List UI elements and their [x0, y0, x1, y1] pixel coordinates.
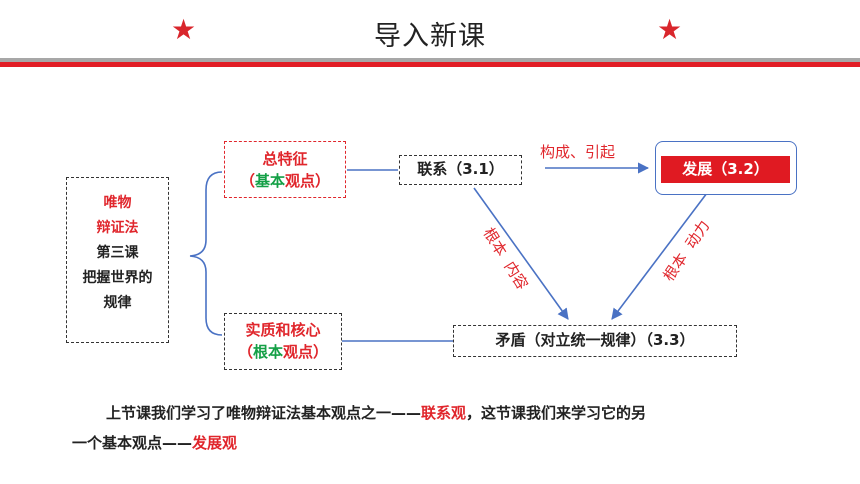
paren-open: （	[237, 343, 253, 361]
keyword-basic: 基本	[254, 172, 285, 190]
header-divider-grey	[0, 58, 860, 62]
topic-line-4: 把握世界的	[82, 270, 153, 286]
keyword-viewpoint: 观点	[285, 172, 316, 190]
keyword-viewpoint: 观点	[283, 343, 314, 361]
topic-line-3: 第三课	[96, 245, 139, 261]
node-connection: 联系（3.1）	[399, 155, 522, 185]
arrow-development-contradiction	[611, 192, 708, 320]
star-icon: ★	[657, 13, 683, 46]
text-part-3: 一个基本观点——	[72, 434, 193, 452]
paren-close: ）	[313, 343, 329, 361]
intro-paragraph: 上节课我们学习了唯物辩证法基本观点之一——联系观，这节课我们来学习它的另 一个基…	[72, 398, 832, 458]
text-part-2: ，这节课我们来学习它的另	[466, 404, 647, 422]
star-icon: ★	[171, 13, 197, 46]
node-development-frame: 发展（3.2）	[655, 141, 797, 195]
node-general-title: 总特征	[262, 150, 308, 168]
paragraph-line-2: 一个基本观点——发展观	[72, 428, 832, 458]
node-general-feature: 总特征 （基本观点）	[224, 141, 346, 198]
node-essence-core: 实质和核心 （根本观点）	[224, 313, 342, 370]
node-contradiction: 矛盾（对立统一规律）（3.3）	[453, 325, 737, 357]
topic-line-5: 规律	[103, 295, 132, 311]
node-essence-title: 实质和核心	[245, 321, 321, 339]
paren-open: （	[239, 172, 255, 190]
keyword-fundamental: 根本	[252, 343, 283, 361]
arrow-connection-contradiction	[473, 187, 569, 320]
page-title: 导入新课	[374, 21, 486, 52]
highlight-development-view: 发展观	[192, 434, 238, 452]
paren-close: ）	[315, 172, 331, 190]
highlight-connection-view: 联系观	[421, 404, 467, 422]
node-development: 发展（3.2）	[661, 156, 790, 183]
text-part-1: 上节课我们学习了唯物辩证法基本观点之一——	[106, 404, 422, 422]
paragraph-line-1: 上节课我们学习了唯物辩证法基本观点之一——联系观，这节课我们来学习它的另	[72, 398, 832, 428]
topic-line-2: 辩证法	[96, 220, 139, 236]
header-divider-red	[0, 62, 860, 67]
brace-connector	[189, 171, 223, 336]
topic-box: 唯物 辩证法 第三课 把握世界的 规律	[66, 177, 169, 343]
topic-line-1: 唯物	[103, 195, 132, 211]
edge-label-constitute: 构成、引起	[540, 143, 616, 161]
